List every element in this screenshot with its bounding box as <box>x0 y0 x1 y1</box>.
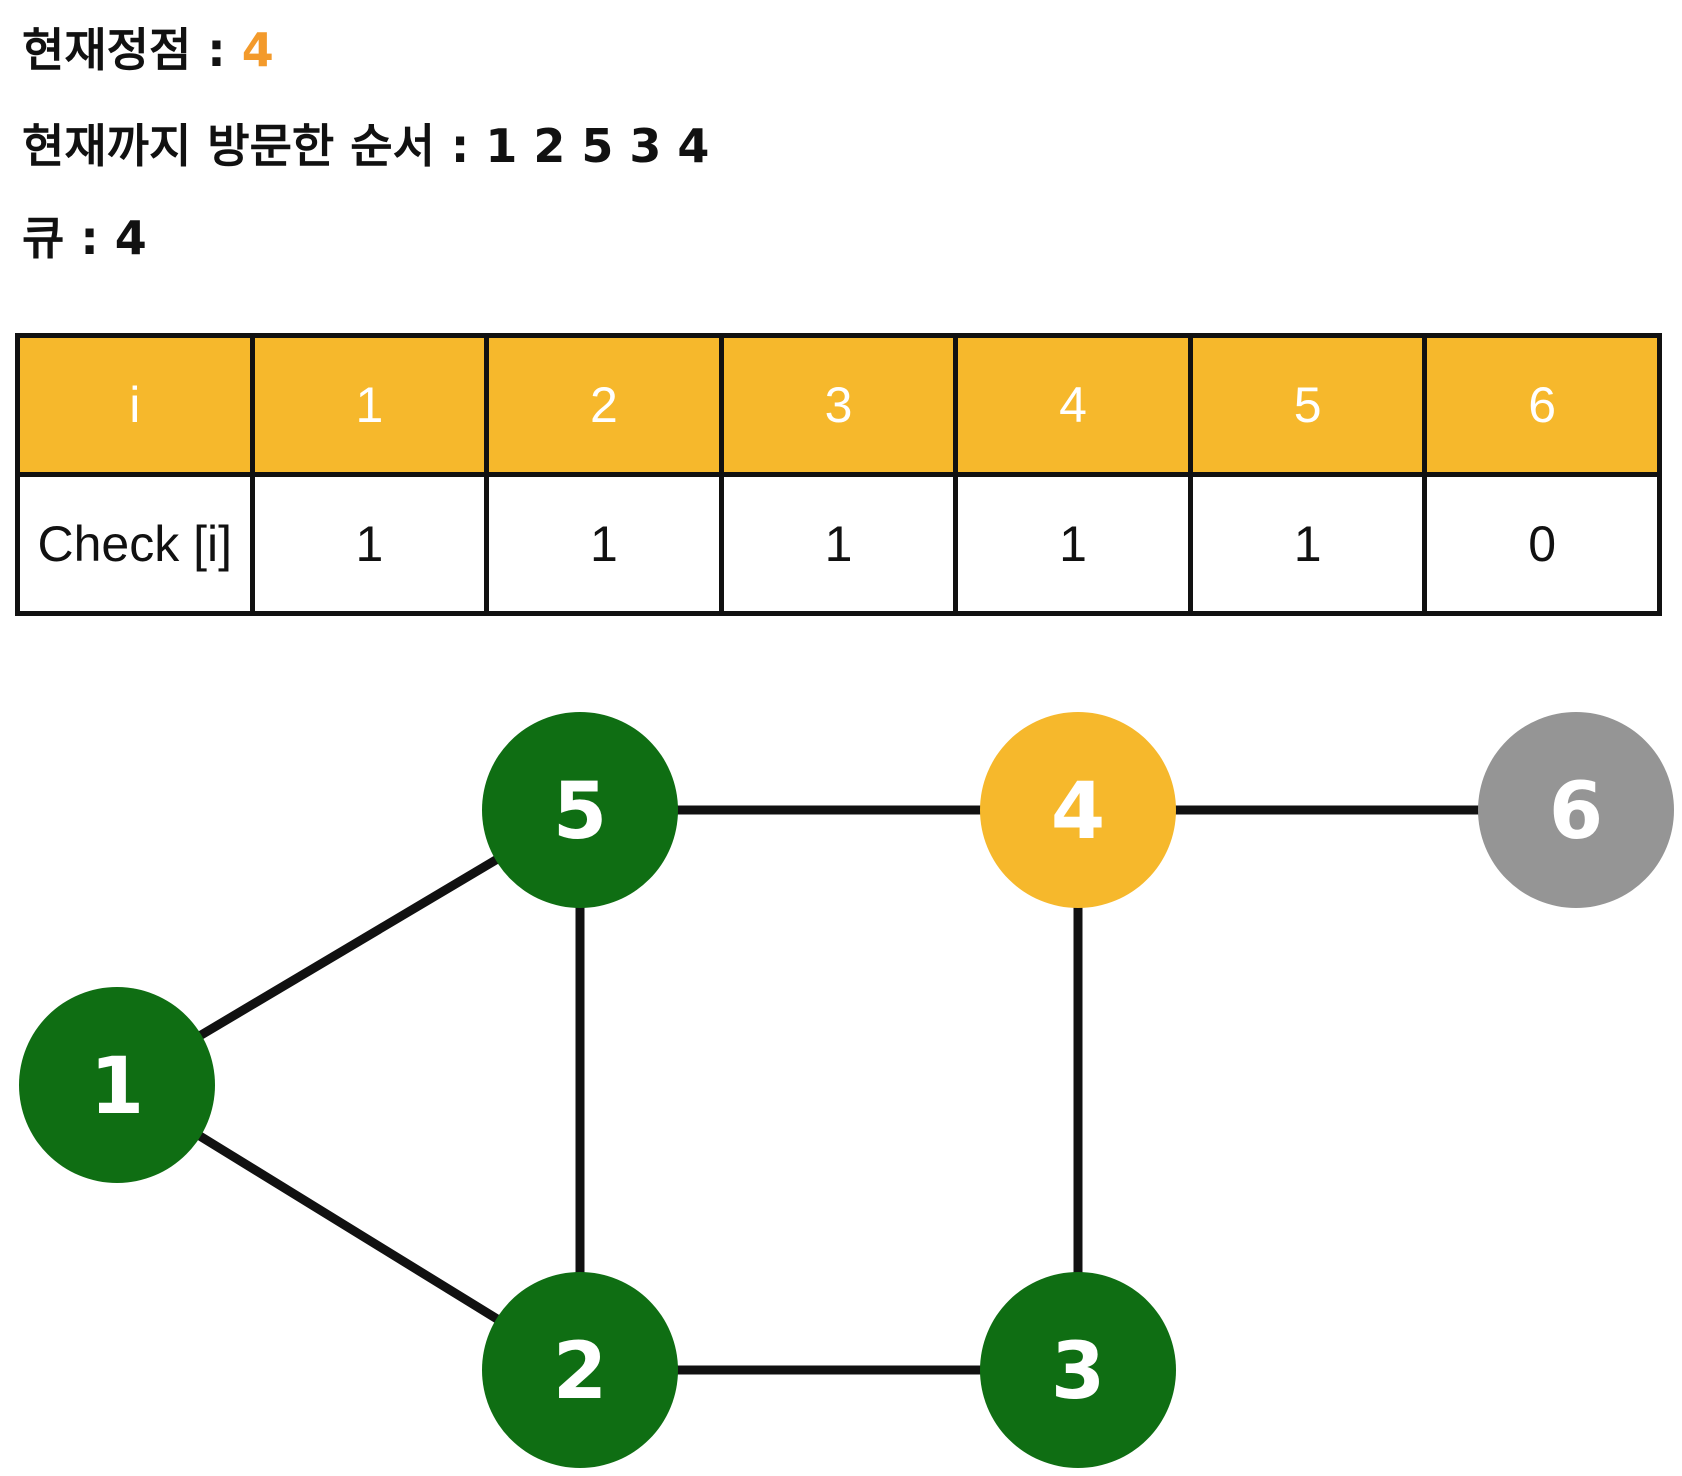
node-6: 6 <box>1478 712 1674 908</box>
node-1-circle <box>19 987 215 1183</box>
header-cell-2: 2 <box>484 333 724 477</box>
node-3-circle <box>980 1272 1176 1468</box>
node-5-label: 5 <box>553 767 607 857</box>
node-5: 5 <box>482 712 678 908</box>
node-2: 2 <box>482 1272 678 1468</box>
header-cell-1: 1 <box>249 333 490 477</box>
check-row-label: Check [i] <box>15 472 255 616</box>
node-1: 1 <box>19 987 215 1183</box>
check-cell-6: 0 <box>1422 472 1662 616</box>
node-1-label: 1 <box>90 1042 144 1132</box>
queue-line: 큐 : 4 <box>22 210 147 266</box>
node-3-label: 3 <box>1051 1327 1105 1417</box>
visit-order-label: 현재까지 방문한 순서 : <box>22 119 470 173</box>
check-cell-2: 1 <box>484 472 724 616</box>
current-vertex-label: 현재정점 : <box>22 23 226 77</box>
check-table-value-row: Check [i] 1 1 1 1 1 0 <box>15 472 1662 616</box>
visit-order-line: 현재까지 방문한 순서 : 1 2 5 3 4 <box>22 118 709 174</box>
check-cell-4: 1 <box>953 472 1193 616</box>
queue-value: 4 <box>114 211 147 265</box>
node-5-circle <box>482 712 678 908</box>
header-cell-5: 5 <box>1187 333 1428 477</box>
node-4-label: 4 <box>1051 767 1105 857</box>
current-vertex-line: 현재정점 : 4 <box>22 22 274 78</box>
check-cell-3: 1 <box>718 472 959 616</box>
check-cell-5: 1 <box>1187 472 1428 616</box>
node-4: 4 <box>980 712 1176 908</box>
node-4-circle <box>980 712 1176 908</box>
queue-label: 큐 : <box>22 211 99 265</box>
node-6-label: 6 <box>1549 767 1603 857</box>
node-3: 3 <box>980 1272 1176 1468</box>
current-vertex-value: 4 <box>241 23 274 77</box>
header-cell-3: 3 <box>718 333 959 477</box>
header-cell-i: i <box>15 333 255 477</box>
node-2-circle <box>482 1272 678 1468</box>
node-6-circle <box>1478 712 1674 908</box>
check-table: i 1 2 3 4 5 6 Check [i] 1 1 1 1 1 0 <box>15 333 1662 616</box>
header-cell-4: 4 <box>953 333 1193 477</box>
check-cell-1: 1 <box>249 472 490 616</box>
node-2-label: 2 <box>553 1327 607 1417</box>
check-table-header-row: i 1 2 3 4 5 6 <box>15 333 1662 477</box>
visit-order-value: 1 2 5 3 4 <box>485 119 710 173</box>
header-cell-6: 6 <box>1422 333 1662 477</box>
